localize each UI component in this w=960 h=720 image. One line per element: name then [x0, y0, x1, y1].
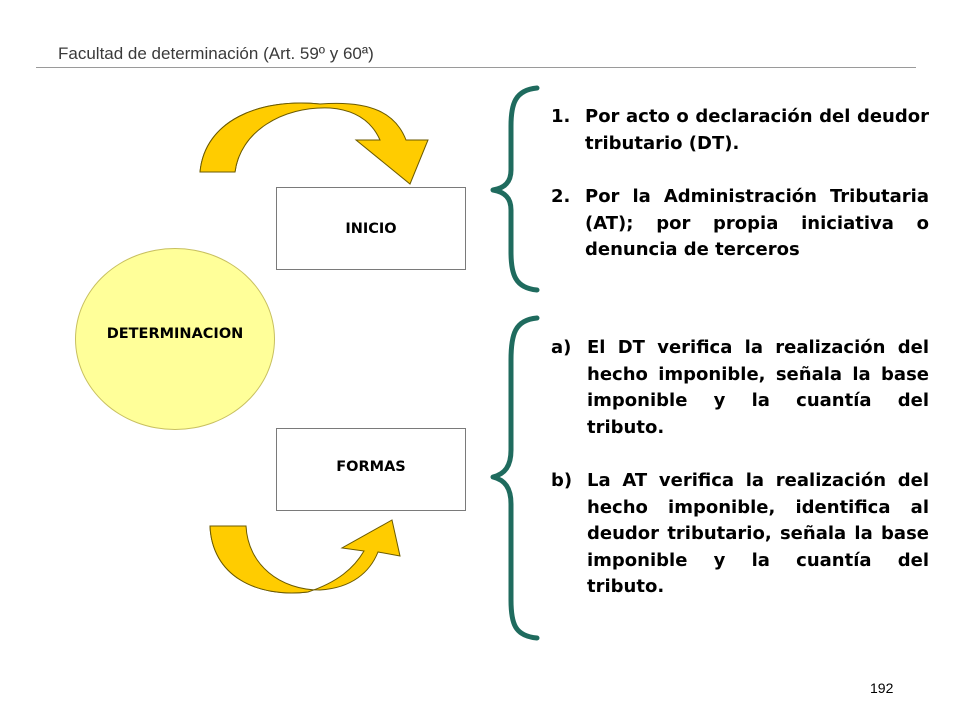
list-marker: 1. — [551, 106, 571, 127]
list-marker: 2. — [551, 186, 571, 207]
list-item: b) La AT verifica la realización del hec… — [551, 468, 929, 601]
top-arrow-body — [199, 102, 429, 185]
formas-box-label: FORMAS — [336, 458, 406, 475]
formas-box: FORMAS — [276, 428, 466, 511]
list-item: 2. Por la Administración Tributaria (AT)… — [551, 184, 929, 264]
inicio-items: 1. Por acto o declaración del deudor tri… — [551, 104, 929, 264]
bottom-arrow-body — [209, 519, 401, 594]
inicio-box-label: INICIO — [345, 220, 397, 237]
list-text: Por la Administración Tributaria (AT); p… — [585, 186, 929, 260]
determinacion-ellipse: DETERMINACION — [75, 248, 275, 430]
formas-items: a) El DT verifica la realización del hec… — [551, 335, 929, 601]
list-text: La AT verifica la realización del hecho … — [587, 470, 929, 597]
inicio-box: INICIO — [276, 187, 466, 270]
list-marker: a) — [551, 337, 572, 358]
list-text: El DT verifica la realización del hecho … — [587, 337, 929, 438]
list-item: a) El DT verifica la realización del hec… — [551, 335, 929, 441]
page-number: 192 — [870, 680, 894, 696]
list-item: 1. Por acto o declaración del deudor tri… — [551, 104, 929, 157]
bottom-curved-arrow — [209, 519, 401, 594]
list-marker: b) — [551, 470, 573, 491]
page-title: Facultad de determinación (Art. 59º y 60… — [58, 44, 374, 63]
bottom-brace — [490, 315, 540, 641]
title-divider — [36, 67, 916, 68]
top-curved-arrow — [199, 102, 429, 185]
list-text: Por acto o declaración del deudor tribut… — [585, 106, 929, 154]
ellipse-label: DETERMINACION — [106, 326, 244, 342]
top-brace — [490, 85, 540, 293]
